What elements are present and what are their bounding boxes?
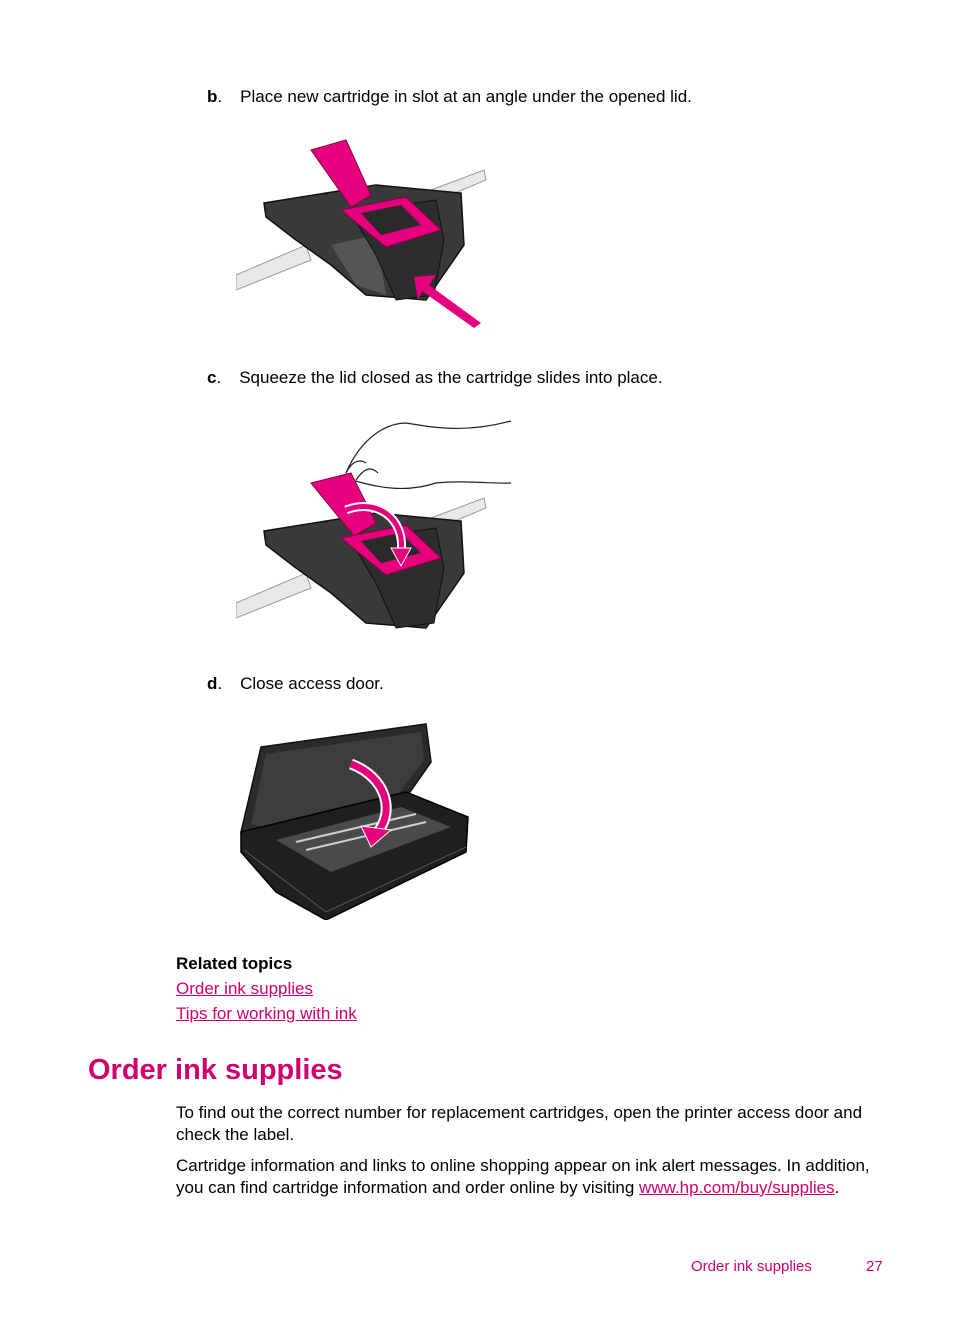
step-letter: c (207, 368, 217, 387)
cartridge-close-illustration (236, 420, 512, 629)
page-number: 27 (866, 1258, 883, 1275)
step-text: Squeeze the lid closed as the cartridge … (239, 368, 663, 387)
close-door-illustration (240, 723, 469, 920)
footer-section-label: Order ink supplies (691, 1258, 812, 1275)
section-title: Order ink supplies (88, 1054, 343, 1086)
related-topics: Related topics Order ink supplies Tips f… (176, 951, 357, 1026)
step-b: b.Place new cartridge in slot at an angl… (207, 87, 692, 106)
paragraph-1: To find out the correct number for repla… (176, 1103, 863, 1144)
step-text: Place new cartridge in slot at an angle … (240, 87, 692, 106)
step-letter: d (207, 674, 218, 693)
related-topics-title: Related topics (176, 954, 293, 973)
paragraph-2-end: . (834, 1178, 840, 1197)
paragraph-2-text: Cartridge information and links to onlin… (176, 1156, 870, 1197)
link-hp-supplies[interactable]: www.hp.com/buy/supplies (639, 1178, 835, 1197)
link-tips-working-with-ink[interactable]: Tips for working with ink (176, 1004, 357, 1023)
step-text: Close access door. (240, 674, 384, 693)
step-c: c.Squeeze the lid closed as the cartridg… (207, 368, 663, 387)
step-letter: b (207, 87, 218, 106)
step-d: d.Close access door. (207, 674, 384, 693)
link-order-ink-supplies[interactable]: Order ink supplies (176, 979, 314, 998)
paragraph-2: Cartridge information and links to onlin… (176, 1155, 888, 1199)
cartridge-insert-illustration (236, 139, 487, 328)
